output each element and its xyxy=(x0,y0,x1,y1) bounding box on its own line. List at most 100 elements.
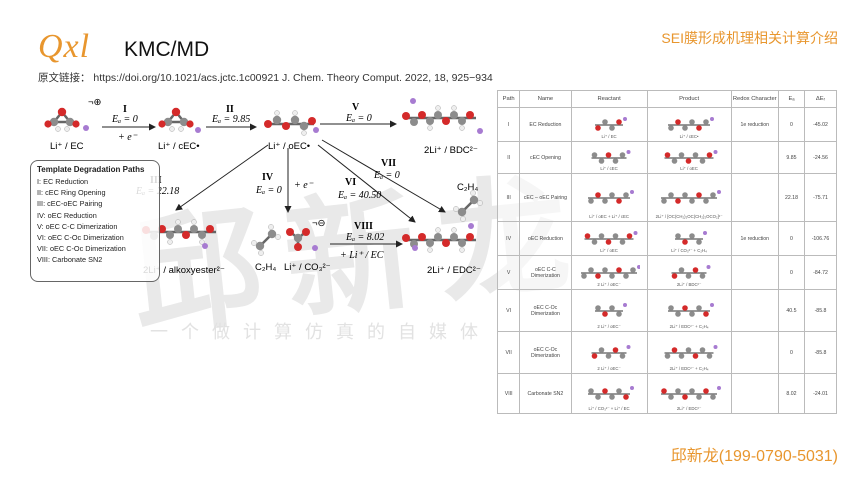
section-heading: SEI膜形成机理相关计算介绍 xyxy=(661,30,838,46)
contact-info: 邱新龙(199-0790-5031) xyxy=(670,448,838,465)
electron-IV: + e⁻ xyxy=(294,180,314,191)
label-alkoxyester: 2Li⁺ / alkoxyester²⁻ xyxy=(143,265,225,276)
arrow-path-VII xyxy=(321,139,446,213)
cell-path: VI xyxy=(496,289,521,332)
ea-II: Eₐ = 9.85 xyxy=(211,114,250,125)
reactant-caption: 2 Li⁺ / oEC⁻ xyxy=(597,366,621,371)
col-name: Name xyxy=(519,90,572,108)
cell-ea: 22.18 xyxy=(777,173,806,222)
label-c2h4-top: C₂H₄ xyxy=(457,182,478,193)
cell-name: EC Reduction xyxy=(519,107,572,142)
cell-product: 2Li⁺ / [OC(CH₂)₂OC(CH₂)₂OCO₂]²⁻ xyxy=(646,173,732,222)
ea-I: Eₐ = 0 xyxy=(111,114,138,125)
cell-name: cEC – oEC Pairing xyxy=(519,173,572,222)
citation-link[interactable]: 原文链接： https://doi.org/10.1021/acs.jctc.1… xyxy=(38,72,493,84)
molecule-thumbnail xyxy=(668,116,715,131)
cell-reactant: 2 Li⁺ / oEC⁻ xyxy=(570,331,648,374)
product-caption: 2Li⁺ / EDC²⁻ + C₂H₄ xyxy=(669,366,709,371)
cell-redox xyxy=(730,289,779,332)
col-redox: Redox Character xyxy=(730,90,779,108)
label-charge-minus: ¬⊖ xyxy=(312,218,326,229)
cell-path: IV xyxy=(496,221,521,256)
col-de: ΔEᵣ xyxy=(804,90,837,108)
brand-logo: Qxl xyxy=(38,28,91,65)
watermark-subtitle: 一个做计算仿真的自媒体 xyxy=(150,322,491,342)
cell-de: -24.56 xyxy=(804,141,837,174)
label-bdc: 2Li⁺ / BDC²⁻ xyxy=(424,145,478,156)
cell-de: -85.8 xyxy=(804,331,837,374)
molecule-thumbnail xyxy=(661,385,722,400)
ea-VI: Eₐ = 40.50 xyxy=(337,190,381,201)
molecule-thumbnail xyxy=(661,189,722,204)
molecule-bdc xyxy=(400,104,478,132)
legend-item: VI: oEC C-Oc Dimerization xyxy=(37,233,124,243)
legend-item: II: cEC Ring Opening xyxy=(37,188,106,198)
cell-ea: 0 xyxy=(777,221,806,256)
cell-de: -45.02 xyxy=(804,107,837,142)
col-product: Product xyxy=(646,90,732,108)
cell-path: VII xyxy=(496,331,521,374)
lithium-atom xyxy=(477,128,483,134)
molecule-thumbnail xyxy=(664,344,718,359)
cell-de: -84.72 xyxy=(804,255,837,290)
cell-redox xyxy=(730,331,779,374)
cell-path: II xyxy=(496,141,521,174)
cell-redox xyxy=(730,373,779,414)
legend-title: Template Degradation Paths xyxy=(37,165,145,174)
molecule-thumbnail xyxy=(584,230,638,245)
col-ea: Eₐ xyxy=(777,90,806,108)
cell-redox xyxy=(730,141,779,174)
reagent-VIII: + Li⁺ / EC xyxy=(340,250,384,261)
electron-I: + e⁻ xyxy=(118,132,138,143)
label-IV: IV xyxy=(262,172,274,183)
molecule-thumbnail xyxy=(668,302,715,317)
table-header-row: Path Name Reactant Product Redox Charact… xyxy=(496,90,837,108)
molecule-thumbnail xyxy=(581,264,641,279)
product-caption: 2Li⁺ / EDC²⁻ + C₂H₄ xyxy=(669,324,709,329)
label-VIII: VIII xyxy=(354,221,373,232)
reactant-caption: Li⁺ / cEC xyxy=(600,166,618,171)
cell-name: oEC Reduction xyxy=(519,221,572,256)
reactant-caption: Li⁺ / oEC xyxy=(600,248,618,253)
legend-item: III: cEC-oEC Pairing xyxy=(37,199,103,209)
product-caption: Li⁺ / oEC xyxy=(680,166,698,171)
label-li-ec: Li⁺ / EC xyxy=(50,141,84,152)
cell-reactant: Li⁺ / CO₃²⁻ + Li⁺ / EC xyxy=(570,373,648,414)
lithium-atom xyxy=(312,245,318,251)
ea-IV: Eₐ = 0 xyxy=(255,185,282,196)
molecule-thumbnail xyxy=(591,149,631,164)
cell-product: 2Li⁺ / BDC²⁻ xyxy=(646,255,732,290)
label-li-cec: Li⁺ / cEC• xyxy=(158,141,200,152)
reactant-caption: Li⁺ / EC xyxy=(601,134,617,139)
legend-item: I: EC Reduction xyxy=(37,177,89,186)
molecule-li-cec xyxy=(157,106,195,133)
cell-ea: 0 xyxy=(777,255,806,290)
legend-item: VIII: Carbonate SN2 xyxy=(37,255,103,265)
molecule-li-oec xyxy=(262,109,318,137)
label-charge-plus: ¬⊕ xyxy=(88,97,102,108)
cell-product: Li⁺ / cEC• xyxy=(646,107,732,142)
product-caption: Li⁺ / CO₃²⁻ + C₂H₄ xyxy=(671,248,707,253)
reactant-caption: 2 Li⁺ / oEC⁻ xyxy=(597,324,621,329)
molecule-thumbnail xyxy=(588,189,635,204)
cell-path: III xyxy=(496,173,521,222)
legend-item: IV: oEC Reduction xyxy=(37,210,97,220)
cell-name: Carbonate SN2 xyxy=(519,373,572,414)
ea-VIII: Eₐ = 8.02 xyxy=(345,232,384,243)
molecule-thumbnail xyxy=(675,230,708,245)
lithium-atom xyxy=(83,125,89,131)
ea-VII: Eₐ = 0 xyxy=(373,170,400,181)
product-caption: 2Li⁺ / EDC²⁻ xyxy=(676,406,702,411)
molecule-thumbnail xyxy=(595,116,628,131)
molecule-co3 xyxy=(284,226,312,253)
molecule-thumbnail xyxy=(664,149,718,164)
cell-path: I xyxy=(496,107,521,142)
cell-reactant: Li⁺ / oEC xyxy=(570,221,648,256)
label-II: II xyxy=(226,104,234,115)
cell-reactant: Li⁺ / oEC + Li⁺ / cEC xyxy=(570,173,648,222)
cell-reactant: 2 Li⁺ / oEC⁻ xyxy=(570,255,648,290)
